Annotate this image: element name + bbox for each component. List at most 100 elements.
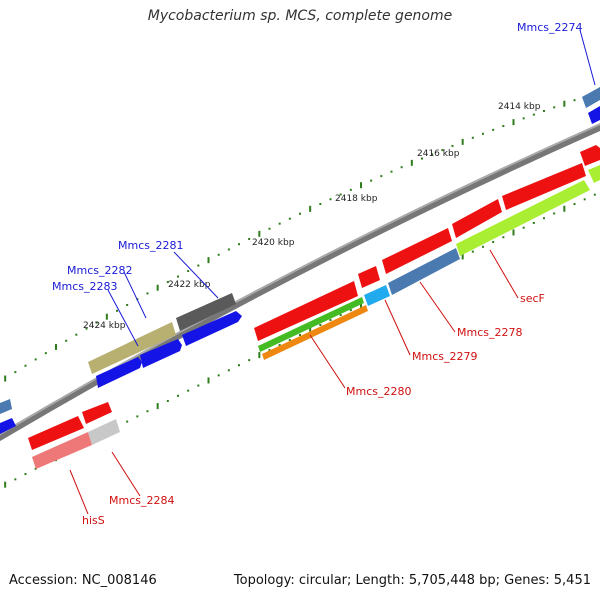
gene-block-red-4[interactable]	[382, 228, 452, 274]
minor-tick	[543, 217, 545, 220]
gene-block-mmcs-2284[interactable]	[88, 419, 120, 445]
gene-block-mmcs-2283[interactable]	[96, 357, 142, 388]
major-tick	[309, 327, 312, 334]
gene-label-secf[interactable]: secF	[520, 292, 545, 305]
gene-block-blue-right[interactable]	[588, 106, 600, 124]
minor-tick	[492, 128, 495, 131]
gene-block-mmcs-2279[interactable]	[364, 285, 390, 306]
gene-block-mmcs-2280[interactable]	[254, 281, 358, 341]
minor-tick	[522, 226, 525, 229]
gene-block-red-1[interactable]	[580, 145, 600, 166]
forward-strand-genes	[0, 87, 600, 434]
minor-tick	[187, 389, 190, 392]
gene-block-pink[interactable]	[32, 432, 92, 469]
gene-block-mmcs-2274[interactable]	[582, 87, 600, 108]
minor-tick	[390, 170, 393, 173]
minor-tick	[126, 420, 129, 423]
minor-tick	[14, 478, 17, 481]
minor-tick	[75, 333, 78, 336]
gene-block-mmcs-2281[interactable]	[176, 293, 236, 331]
accession-text: Accession: NC_008146	[9, 573, 157, 588]
major-tick	[156, 284, 159, 291]
gene-label-mmcs-2283[interactable]: Mmcs_2283	[52, 280, 117, 293]
minor-tick	[370, 179, 373, 182]
major-tick	[4, 375, 7, 382]
gene-block-blue-1[interactable]	[182, 311, 242, 346]
major-tick	[55, 343, 57, 350]
minor-tick	[217, 374, 220, 377]
gene-block-red-5[interactable]	[358, 266, 380, 288]
major-tick	[156, 403, 159, 410]
gene-label-mmcs-2279[interactable]: Mmcs_2279	[412, 350, 477, 363]
major-tick	[4, 481, 7, 488]
minor-tick	[299, 334, 301, 336]
gene-label-mmcs-2280[interactable]: Mmcs_2280	[346, 385, 411, 398]
minor-tick	[543, 109, 545, 112]
kbp-label-2422: 2422 kbp	[168, 280, 211, 290]
minor-tick	[532, 221, 535, 224]
gene-label-mmcs-2282[interactable]: Mmcs_2282	[67, 264, 132, 277]
gene-block-secf[interactable]	[456, 180, 590, 256]
minor-tick	[166, 281, 169, 284]
gene-label-mmcs-2274[interactable]: Mmcs_2274	[517, 21, 582, 34]
major-tick	[512, 119, 515, 126]
minor-tick	[339, 193, 342, 196]
major-tick	[207, 257, 210, 264]
minor-tick	[329, 319, 332, 322]
minor-tick	[380, 175, 383, 178]
minor-tick	[288, 217, 291, 220]
gene-label-hiss[interactable]: hisS	[82, 514, 105, 527]
minor-tick	[166, 399, 169, 402]
minor-tick	[471, 136, 474, 139]
minor-tick	[197, 264, 200, 267]
minor-tick	[146, 292, 149, 295]
gene-label-mmcs-2281[interactable]: Mmcs_2281	[118, 239, 183, 252]
kbp-label-2420: 2420 kbp	[252, 238, 295, 248]
genome-backbone	[0, 123, 600, 442]
minor-tick	[136, 415, 139, 418]
minor-tick	[482, 245, 484, 248]
minor-tick	[116, 309, 118, 312]
minor-tick	[217, 253, 220, 256]
minor-tick	[177, 394, 179, 397]
minor-tick	[24, 473, 27, 476]
major-tick	[105, 313, 108, 320]
minor-tick	[238, 364, 240, 367]
gene-label-mmcs-2278[interactable]: Mmcs_2278	[457, 326, 522, 339]
gene-block-red-3[interactable]	[452, 199, 502, 238]
leader-lines	[69, 29, 596, 515]
major-tick	[258, 352, 261, 359]
gene-block-mmcs-2278[interactable]	[388, 248, 460, 295]
gene-block-hiss[interactable]	[28, 416, 84, 450]
kbp-label-2414: 2414 kbp	[498, 102, 541, 112]
minor-tick	[532, 113, 535, 116]
minor-tick	[573, 203, 576, 206]
gene-block-green[interactable]	[258, 297, 364, 352]
minor-tick	[34, 358, 37, 361]
minor-tick	[349, 188, 352, 191]
minor-tick	[24, 364, 27, 367]
minor-tick	[553, 106, 556, 109]
minor-tick	[522, 117, 525, 120]
reverse-strand-genes	[28, 145, 600, 469]
minor-tick	[278, 344, 281, 347]
genome-summary-text: Topology: circular; Length: 5,705,448 bp…	[233, 573, 591, 588]
minor-tick	[248, 237, 251, 240]
gene-block-mmcs-2282[interactable]	[88, 322, 176, 374]
major-tick	[461, 253, 464, 260]
minor-tick	[319, 324, 322, 327]
minor-tick	[339, 314, 342, 317]
gene-label-mmcs-2284[interactable]: Mmcs_2284	[109, 494, 174, 507]
minor-tick	[268, 227, 271, 230]
minor-tick	[85, 327, 88, 330]
gene-block-red-2[interactable]	[502, 163, 586, 210]
minor-tick	[44, 352, 47, 355]
minor-tick	[197, 384, 200, 387]
gene-block-orange[interactable]	[262, 305, 368, 360]
minor-tick	[319, 203, 322, 206]
gene-block-blue-2[interactable]	[140, 339, 182, 368]
minor-tick	[482, 132, 484, 135]
minor-tick	[95, 321, 98, 324]
gene-block-red-6[interactable]	[82, 402, 112, 424]
